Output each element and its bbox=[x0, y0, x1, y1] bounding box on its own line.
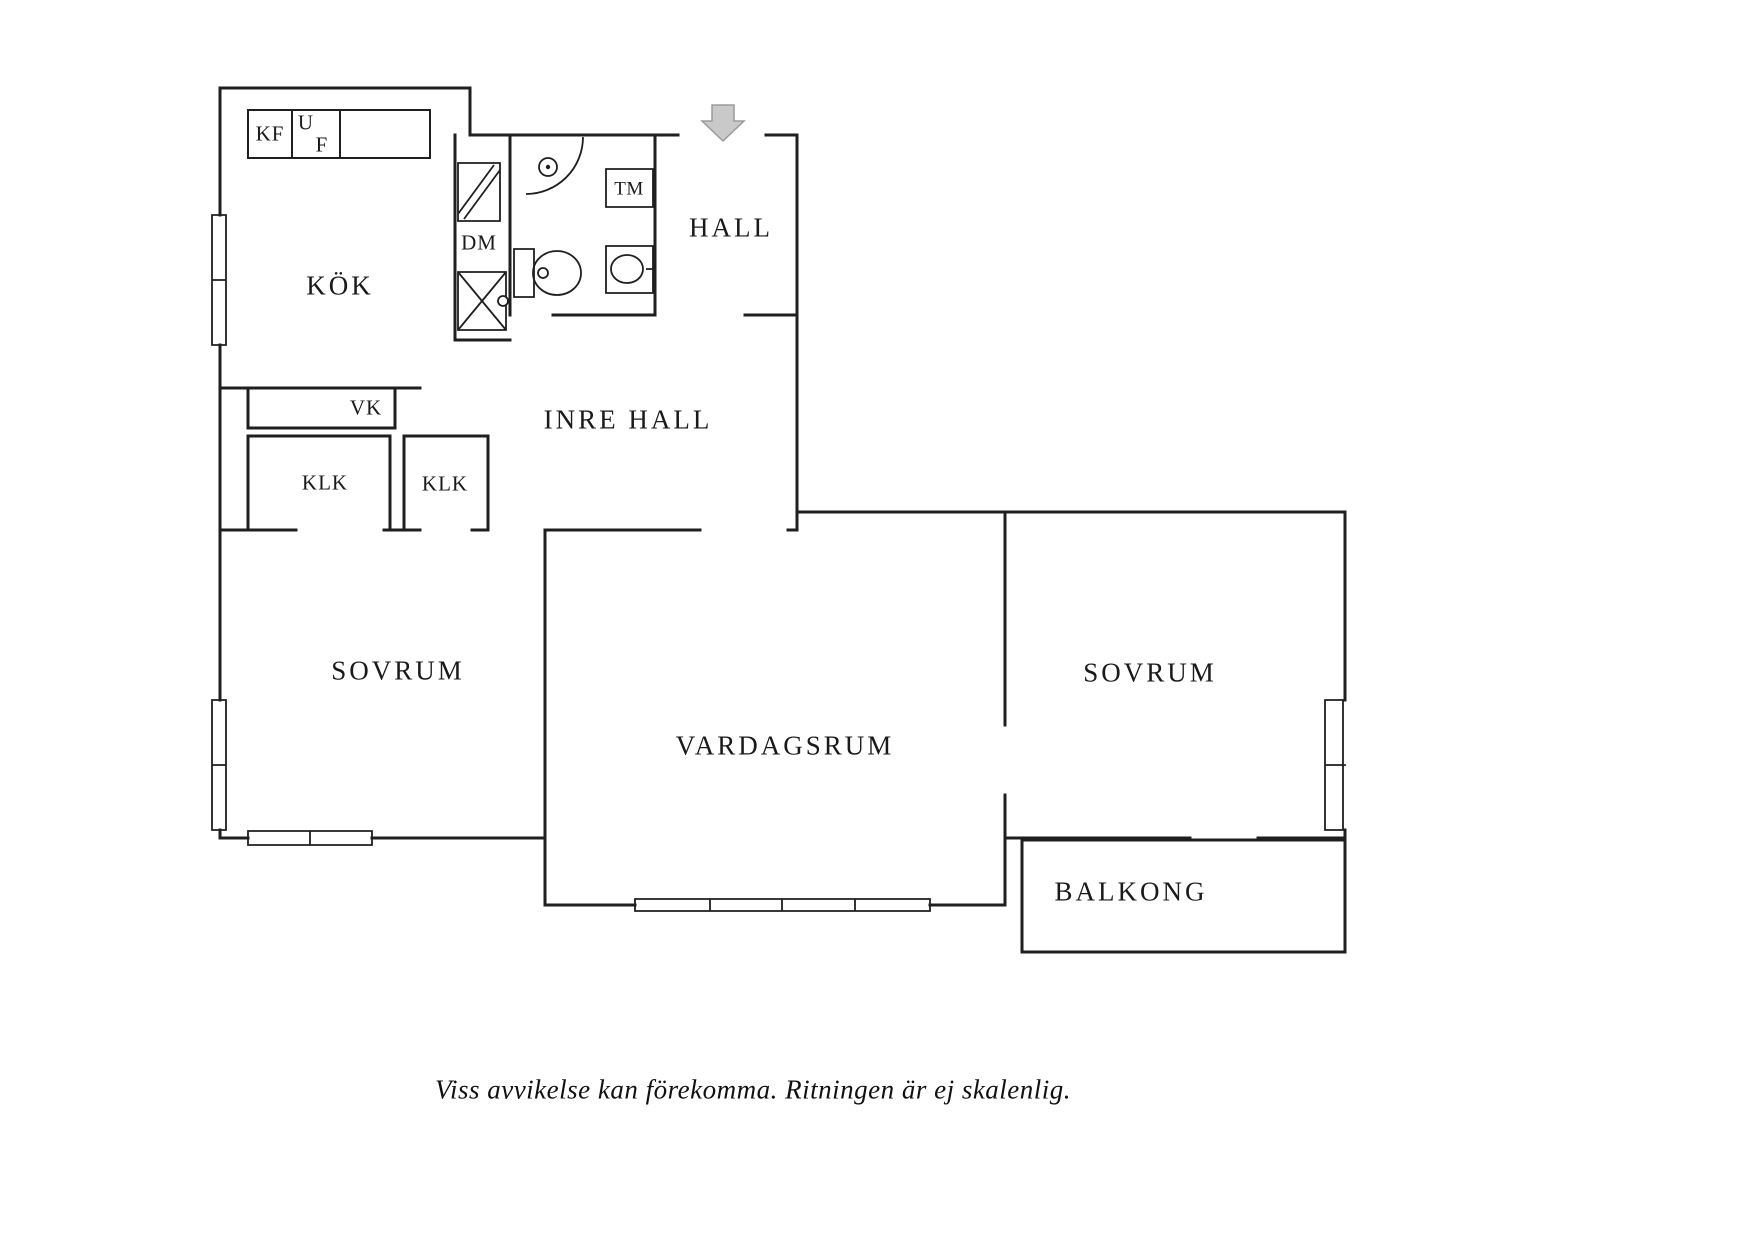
appliance-label-kf: KF bbox=[255, 121, 285, 146]
washing-machine-icon bbox=[605, 168, 654, 208]
dishwasher-icon bbox=[457, 271, 509, 331]
room-label-hall: HALL bbox=[689, 212, 773, 243]
window-kitchen-left bbox=[211, 214, 227, 346]
window-bedroom-right bbox=[1324, 699, 1346, 831]
balcony-outline bbox=[1020, 838, 1347, 954]
window-livingroom-bottom bbox=[634, 898, 931, 912]
closet-label-klk-left: KLK bbox=[301, 470, 349, 495]
shower-head-icon bbox=[538, 157, 558, 177]
interior-walls bbox=[218, 133, 1007, 840]
window-bedroom-left bbox=[211, 699, 227, 831]
drying-cabinet-icon bbox=[457, 162, 501, 222]
closet-label-klk-right: KLK bbox=[421, 471, 469, 496]
appliance-label-dm: DM bbox=[461, 230, 497, 255]
room-label-balkong: BALKONG bbox=[1054, 876, 1208, 907]
room-label-vardagsrum: VARDAGSRUM bbox=[675, 730, 895, 761]
entrance-arrow-icon bbox=[700, 104, 746, 143]
appliance-label-f: F bbox=[315, 132, 329, 157]
room-label-kok: KÖK bbox=[306, 270, 374, 301]
appliance-symbols bbox=[457, 136, 654, 331]
window-bedroom-bottom bbox=[247, 830, 373, 846]
appliance-label-u: U bbox=[297, 110, 315, 135]
outer-walls bbox=[218, 86, 1347, 907]
windows bbox=[211, 214, 1346, 912]
kitchen-cabinets bbox=[247, 109, 431, 159]
room-label-sovrum-left: SOVRUM bbox=[331, 655, 465, 686]
bathroom-sink-icon bbox=[605, 245, 654, 294]
closet-label-vk: VK bbox=[349, 395, 383, 420]
disclaimer-text: Viss avvikelse kan förekomma. Ritningen … bbox=[434, 1074, 1072, 1105]
appliance-label-tm: TM bbox=[614, 178, 644, 200]
shower-icon bbox=[525, 136, 584, 195]
room-label-inre-hall: INRE HALL bbox=[543, 404, 713, 435]
toilet-icon bbox=[513, 248, 582, 298]
room-label-sovrum-right: SOVRUM bbox=[1083, 657, 1217, 688]
